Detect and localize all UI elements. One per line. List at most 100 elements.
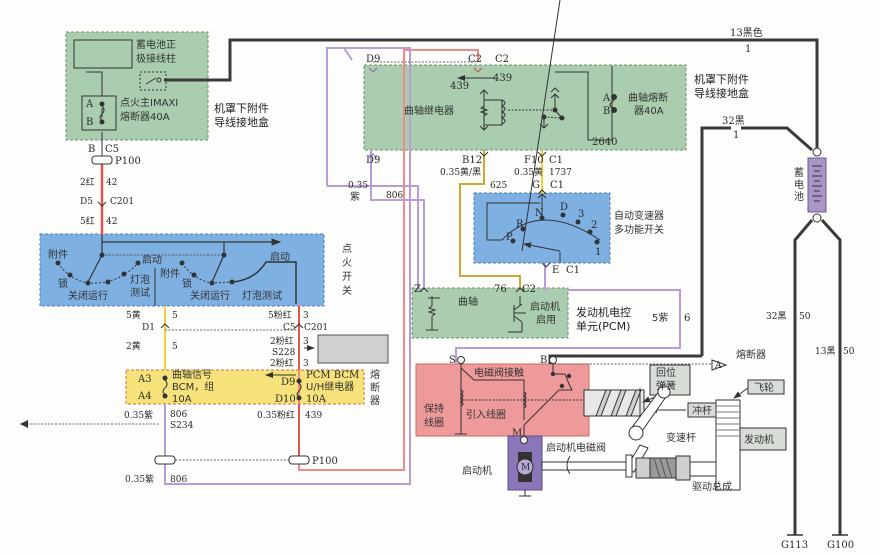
- w-2yellow-num: 5: [172, 342, 178, 352]
- pcm-w5purple: 5紫: [652, 312, 668, 324]
- crank-fuse-a: A: [602, 93, 611, 104]
- starter-solenoid-label: 启动机电磁阀: [546, 441, 606, 454]
- ign-off-run-2: 关闭运行: [190, 289, 230, 302]
- ignition-switch-label: 点 火 开 关: [342, 243, 352, 297]
- batt-32b-num: 50: [799, 312, 811, 322]
- ign-accessory-1: 附件: [48, 248, 68, 261]
- bottom-806: 806: [170, 475, 187, 485]
- ignition-fuse-label-2: 熔断器40A: [120, 110, 170, 123]
- fuse-d10: D10: [275, 394, 296, 405]
- relay-c2-a: C2: [468, 54, 482, 65]
- ign-start-1: 启动: [142, 253, 162, 266]
- pcm-76: 76: [494, 284, 507, 295]
- relay-439-a: 439: [450, 81, 469, 92]
- ign-bulb-test-1b: 测试: [130, 286, 150, 299]
- ign-label-char: 关: [342, 284, 352, 297]
- crank-fuse-b: B: [603, 106, 610, 117]
- starter-m-terminal: M: [512, 428, 522, 439]
- w-806: 806: [170, 410, 187, 420]
- pcm-start-enable-2: 启用: [536, 313, 556, 326]
- batt-32-black: 32黑: [722, 115, 745, 127]
- ign-label-char: 开: [342, 272, 352, 283]
- pcm-fuse-1: PCM BCM: [306, 370, 359, 381]
- gray-device-box: [317, 334, 389, 364]
- return-spring-2: 弹簧: [656, 379, 676, 392]
- w-2yellow: 2黄: [126, 340, 141, 352]
- batt-label-char: 蓄: [794, 167, 804, 179]
- pcm-label-2: 单元(PCM): [576, 320, 630, 333]
- w-5yellow-num: 5: [172, 311, 178, 321]
- relay-d9-bottom: D9: [366, 155, 380, 166]
- trs-label-1: 自动变速器: [614, 209, 664, 222]
- relay-box-label-1: 机罩下附件: [694, 72, 749, 86]
- w-2pink-a-num: 3: [303, 337, 309, 347]
- battery-label: 蓄 电 池: [794, 167, 804, 203]
- pin-a: A: [85, 99, 94, 110]
- w-2pink-b-num: 3: [303, 359, 309, 369]
- ignition-fuse-label-1: 点火主IMAXI: [120, 97, 178, 109]
- relay-f10: F10: [524, 155, 544, 166]
- d1: D1: [142, 323, 155, 333]
- conn-c5: C5: [105, 144, 119, 155]
- w-035pink: 0.35粉红: [257, 409, 295, 421]
- conn-b: B: [88, 144, 95, 155]
- olive-wire-625: [459, 150, 521, 290]
- battery-post-label-b: 极接线柱: [136, 52, 176, 65]
- crank-signal-fuse-2: BCM，组: [172, 380, 214, 393]
- return-spring-1: 回位: [656, 366, 676, 379]
- crank-relay-label: 曲轴继电器: [404, 104, 454, 117]
- d5: D5: [80, 197, 93, 207]
- c201-lower: C201: [304, 323, 328, 333]
- ign-label-char: 火: [342, 257, 352, 269]
- w-2pink-a: 2粉红: [270, 335, 294, 347]
- w-035-yellow-black: 0.35黄/黑: [440, 166, 481, 178]
- trs-1: 1: [595, 247, 601, 258]
- plunger-label: 冲杆: [692, 404, 712, 417]
- trs-g: G: [532, 180, 540, 191]
- purple-wires: [164, 47, 681, 485]
- wire-5red: 5红: [80, 215, 95, 227]
- s234: S234: [170, 421, 194, 431]
- ign-lock-1: 锁: [58, 277, 68, 290]
- relay-625: 625: [490, 181, 507, 191]
- fuse-a3: A3: [137, 374, 152, 385]
- starter-b: B: [540, 355, 547, 366]
- pcm-fuse-2: U/H继电器: [306, 380, 354, 393]
- crank-relay-box: [363, 64, 687, 151]
- p100-top: P100: [115, 156, 141, 167]
- underhood-fuse-box-top-left: [65, 31, 209, 141]
- trs-c1-top: C1: [550, 180, 564, 191]
- trs-p: P: [506, 232, 513, 243]
- engine-label: 发动机: [744, 433, 774, 446]
- w-5pink-num: 3: [303, 311, 309, 321]
- relay-d9-top: D9: [366, 54, 380, 65]
- ign-label-char: 点: [342, 243, 352, 255]
- shift-lever-label: 变速杆: [666, 431, 696, 444]
- battery-post-label: 蓄电池正: [136, 38, 176, 51]
- relay-box-label-2: 导线接地盒: [694, 86, 749, 100]
- crank-fuse-label-1: 曲轴熔断: [628, 91, 668, 104]
- bottom-035purple: 0.35紫: [125, 474, 154, 485]
- trs-r: R: [516, 219, 524, 230]
- trs-c1-bottom: C1: [566, 265, 580, 276]
- trs-2: 2: [591, 220, 597, 231]
- batt-13b-num: 50: [843, 347, 855, 357]
- fuse-label-char: 断: [370, 381, 380, 394]
- batt-32-num: 1: [733, 130, 739, 141]
- black-battery-wire: [164, 38, 842, 535]
- pcm-fuse-3: 10A: [306, 394, 327, 405]
- pcm-w5purple-num: 6: [684, 313, 690, 324]
- w-5pink: 5粉红: [268, 309, 292, 321]
- batt-label-char: 电: [794, 178, 804, 191]
- trs-label-2: 多功能开关: [614, 223, 664, 236]
- pcm-pin-z: Z: [414, 284, 421, 295]
- pcm-crank: 曲轴: [458, 295, 478, 308]
- w-2pink-b: 2粉红: [270, 357, 294, 369]
- w-035purple: 0.35紫: [124, 410, 153, 421]
- ground-g113: G113: [781, 540, 808, 551]
- ign-start-2: 启动: [270, 250, 290, 263]
- fuse-block-label: 熔 断 器: [370, 368, 380, 407]
- starter-s: S: [449, 355, 456, 366]
- p100-bottom: P100: [312, 456, 338, 467]
